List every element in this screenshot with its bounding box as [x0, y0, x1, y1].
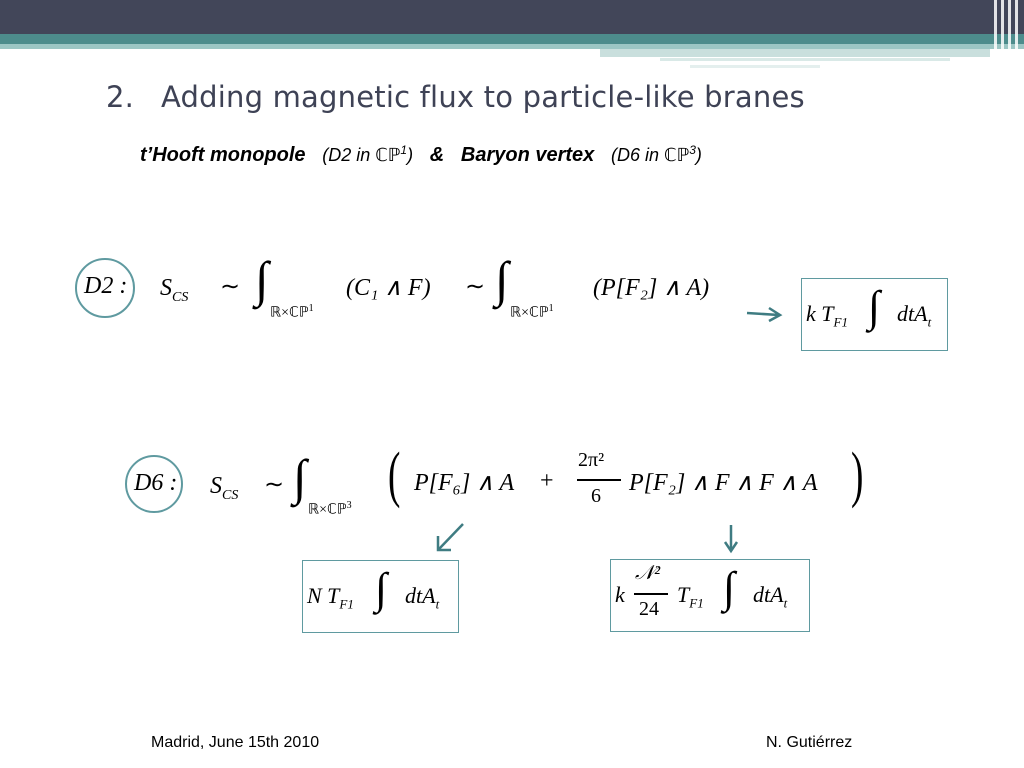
d6-label: D6 : — [134, 470, 178, 496]
title-number: 2. — [106, 80, 135, 114]
d6-result-2-den: 24 — [639, 598, 659, 620]
d6-integral: ∫ — [293, 449, 307, 505]
header-stripe-fade-3 — [690, 65, 820, 68]
header-stripe-fade-2 — [660, 58, 950, 61]
d6-result-2-t: TF1 — [677, 582, 704, 611]
d6-highlight-circle — [125, 455, 183, 513]
header-bar — [0, 0, 1024, 34]
footer-author: N. Gutiérrez — [766, 734, 853, 751]
d6-result-box-1: N TF1 ∫ dtAt — [302, 560, 459, 633]
d6-result-2-tail: dtAt — [753, 582, 788, 611]
d6-big-paren-open: ( — [388, 441, 401, 509]
d2-integral-1-domain: ℝ×ℂℙ1 — [270, 303, 314, 321]
d6-big-paren-close: ) — [851, 441, 864, 509]
d2-highlight-circle — [75, 258, 135, 318]
d2-result-integral: ∫ — [868, 282, 881, 331]
d6-result-2-integral: ∫ — [723, 563, 736, 612]
d6-term-1: P[F₆] ∧ A — [414, 470, 515, 496]
d2-arrow-icon — [746, 306, 783, 323]
subtitle: t’Hooft monopole (D2 in ℂℙ1) & Baryon ve… — [140, 143, 702, 167]
subtitle-baryon: Baryon vertex — [460, 144, 595, 166]
footer-date: Madrid, June 15th 2010 — [151, 734, 320, 751]
d2-integral-1: ∫ — [255, 251, 269, 307]
header-stripe-light — [0, 44, 1024, 49]
subtitle-monopole: t’Hooft monopole — [140, 144, 306, 166]
d6-arrow-down-icon — [723, 525, 739, 554]
d6-arrow-left-icon — [436, 523, 464, 552]
subtitle-d2-context: (D2 in ℂℙ1) — [322, 143, 414, 165]
d2-result-tail: dtAt — [897, 301, 932, 330]
d6-result-2-bar — [634, 593, 668, 595]
d6-fraction-den: 6 — [591, 485, 601, 507]
d2-result-box: k TF1 ∫ dtAt — [801, 278, 948, 351]
d6-result-1-tail: dtAt — [405, 583, 440, 612]
header-vertical-stripes — [988, 0, 1024, 70]
slide-title: 2. Adding magnetic flux to particle-like … — [106, 80, 805, 114]
d2-sim-2: ∼ — [465, 274, 486, 300]
d2-action: SCS — [160, 275, 189, 305]
d2-term-1: (C₁ ∧ F) — [346, 275, 431, 301]
d6-fraction-bar — [577, 479, 621, 481]
d2-term-2: (P[F₂] ∧ A) — [593, 275, 710, 301]
d6-result-1-integral: ∫ — [375, 564, 388, 613]
d6-action: SCS — [210, 473, 239, 503]
d6-plus: + — [540, 468, 554, 494]
d6-integral-domain: ℝ×ℂℙ3 — [308, 500, 352, 518]
d6-sim: ∼ — [264, 472, 285, 498]
subtitle-d6-context: (D6 in ℂℙ3) — [610, 143, 702, 165]
d6-result-1: N TF1 — [307, 583, 354, 612]
d2-result: k TF1 — [806, 301, 848, 330]
header-stripe-fade — [600, 49, 990, 57]
d2-integral-2-domain: ℝ×ℂℙ1 — [510, 303, 554, 321]
d6-fraction-num: 2π² — [578, 449, 605, 471]
subtitle-ampersand: & — [429, 144, 445, 166]
header-stripe — [0, 34, 1024, 44]
d2-label: D2 : — [84, 273, 128, 299]
d6-result-2-num: 𝒩² — [635, 562, 661, 584]
d6-result-2-k: k — [615, 582, 625, 607]
d6-term-2: P[F₂] ∧ F ∧ F ∧ A — [629, 470, 818, 496]
d2-sim-1: ∼ — [220, 274, 241, 300]
d2-integral-2: ∫ — [495, 251, 509, 307]
title-text: Adding magnetic flux to particle-like br… — [161, 80, 805, 114]
d6-result-box-2: k 𝒩² 24 TF1 ∫ dtAt — [610, 559, 810, 632]
